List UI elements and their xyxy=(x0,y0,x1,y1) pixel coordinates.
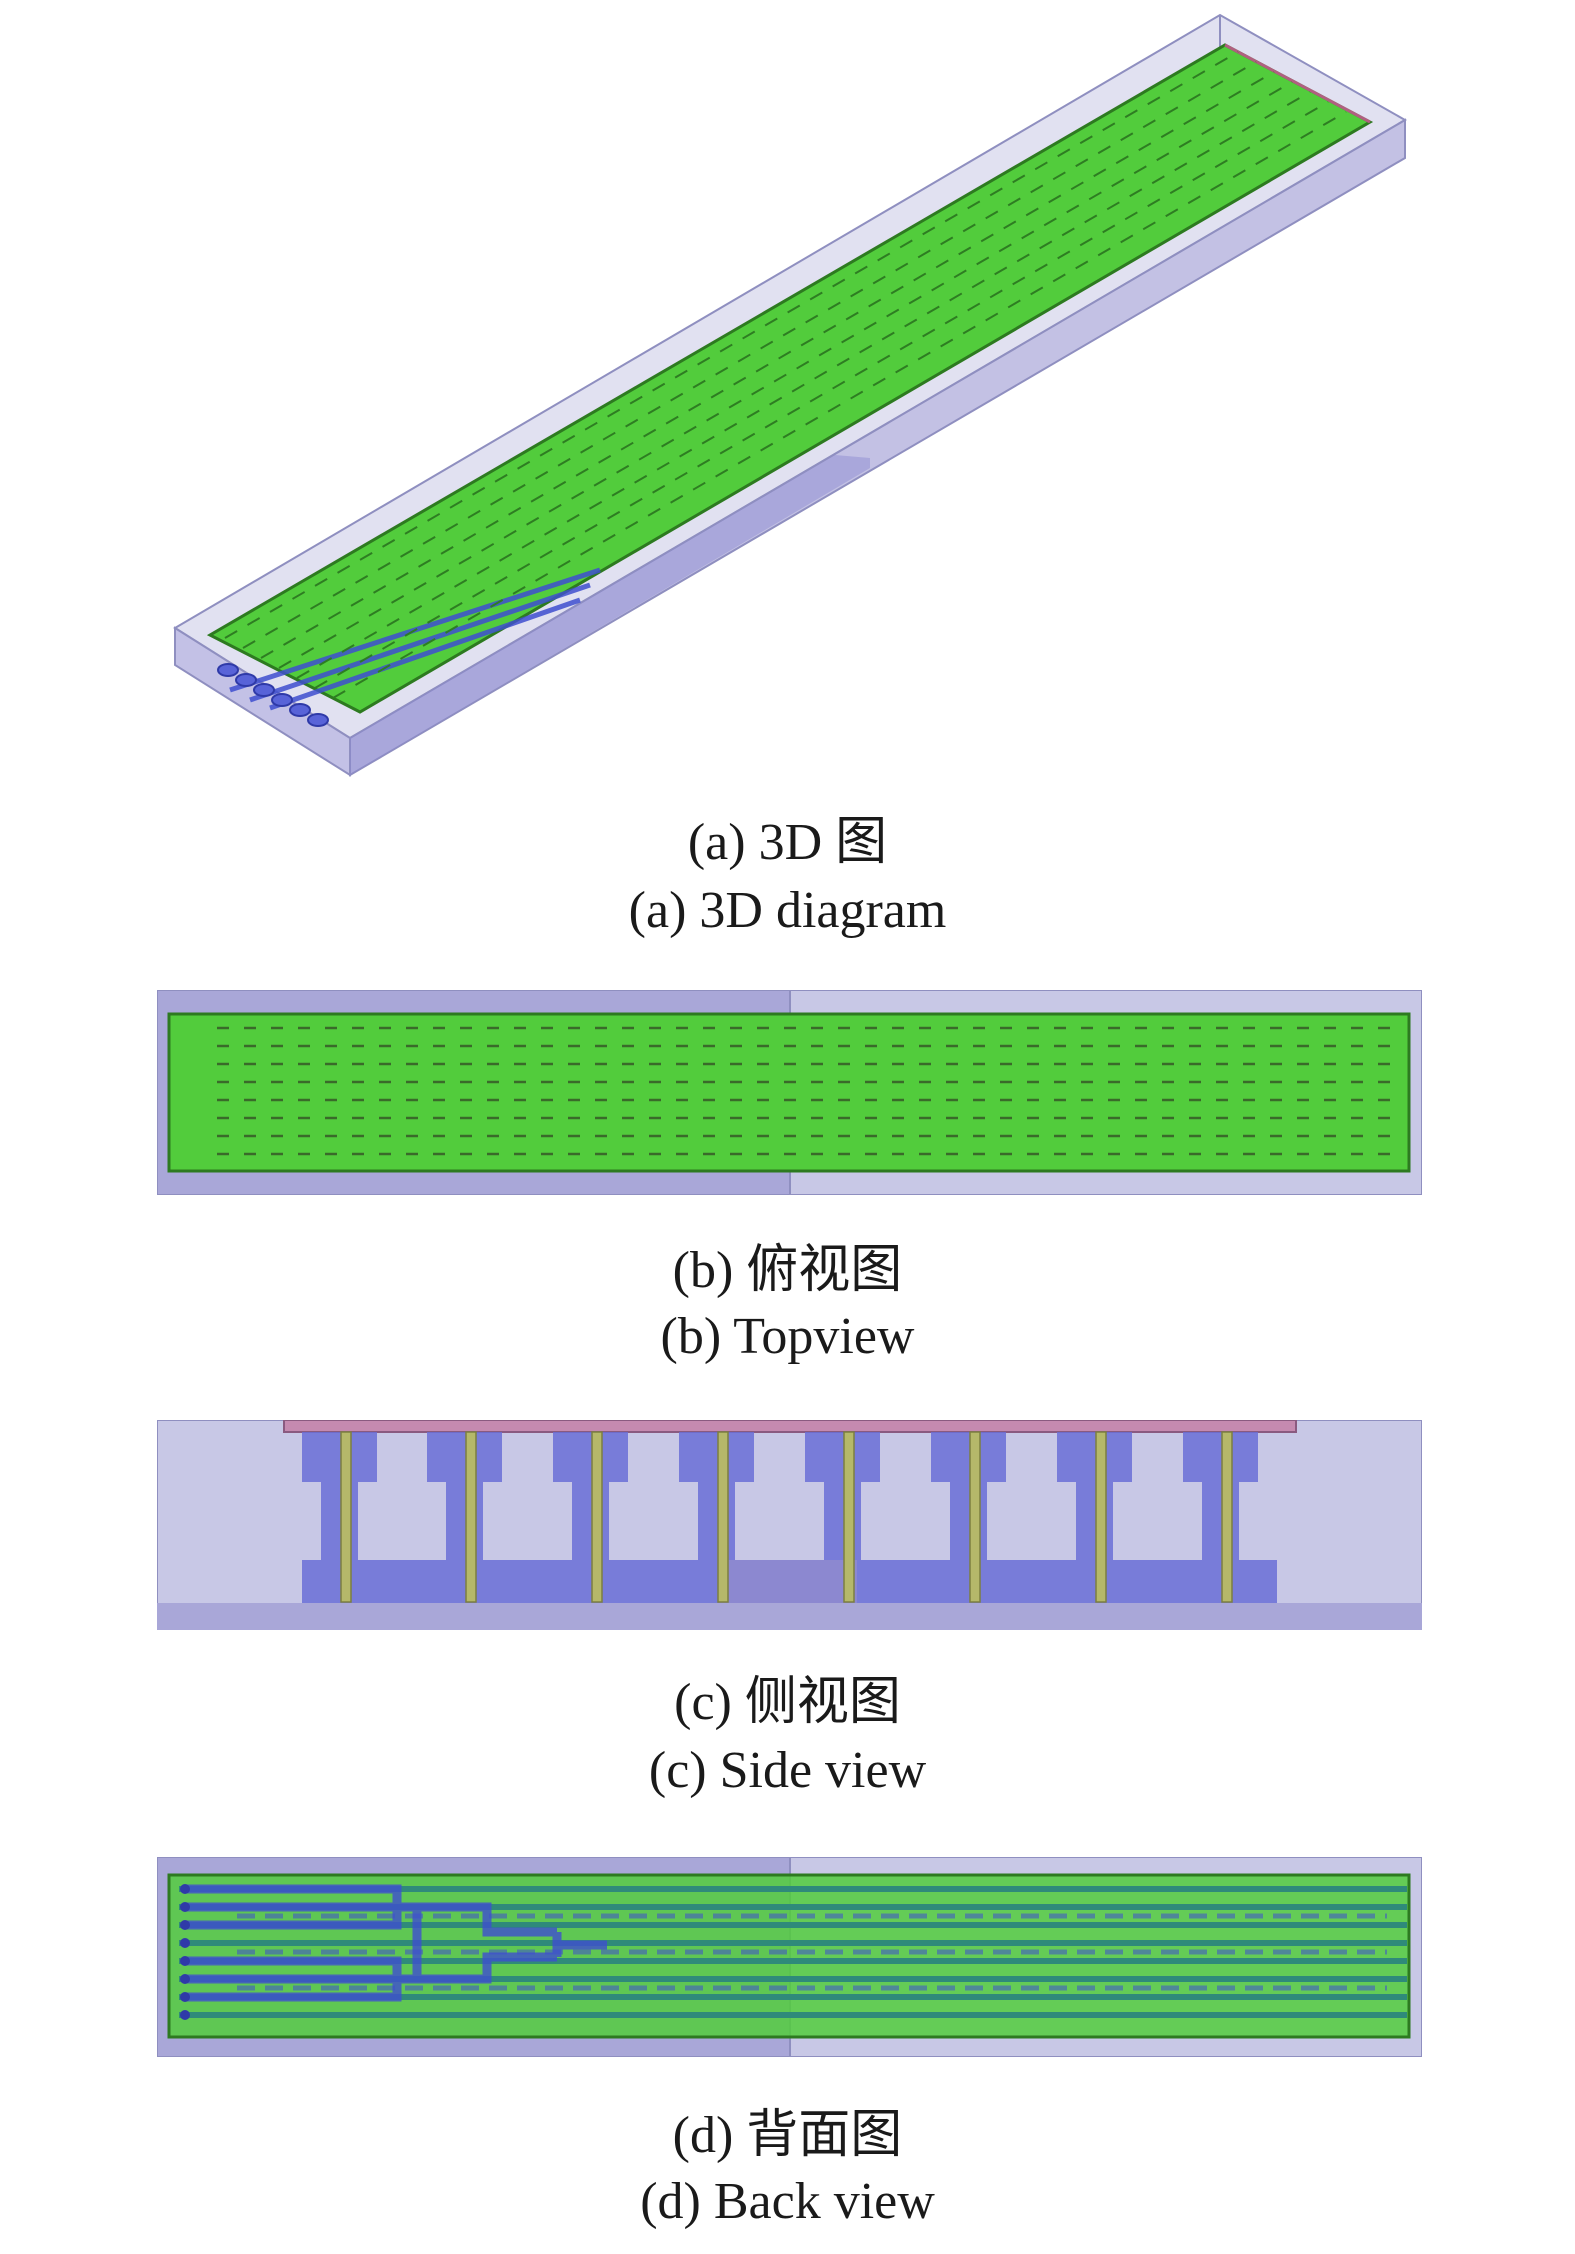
topview-diagram xyxy=(157,990,1422,1195)
green-board-top xyxy=(167,1012,1411,1173)
caption-c-en: (c) Side view xyxy=(648,1742,927,1799)
element-column xyxy=(427,1432,502,1560)
figure-backview xyxy=(157,1857,1422,2057)
board-far-edge-line xyxy=(1224,43,1371,124)
element-columns xyxy=(302,1432,1258,1560)
element-column xyxy=(805,1432,880,1560)
via-cylinders xyxy=(217,663,329,727)
caption-b-zh: (b) 俯视图 xyxy=(672,1242,903,1299)
board-slot-rows xyxy=(224,51,1347,699)
figure-3d xyxy=(0,0,1575,800)
back-green-board xyxy=(167,1873,1411,2039)
caption-a-zh: (a) 3D 图 xyxy=(687,814,888,871)
side-ground-layer xyxy=(157,1603,1422,1630)
green-board xyxy=(206,43,1374,714)
caption-a-en: (a) 3D diagram xyxy=(628,882,947,939)
back-ports xyxy=(180,1884,190,2020)
caption-c-zh: (c) 侧视图 xyxy=(674,1674,901,1731)
back-dashed-slots xyxy=(237,1913,1387,1991)
3d-diagram xyxy=(173,13,1408,777)
element-column xyxy=(1057,1432,1132,1560)
side-top-plate xyxy=(283,1420,1297,1433)
back-feed-network xyxy=(187,1884,607,2002)
figure-topview xyxy=(157,990,1422,1195)
sideview-diagram xyxy=(157,1420,1422,1630)
slot-pattern xyxy=(217,1026,1397,1156)
element-column xyxy=(553,1432,628,1560)
element-column xyxy=(1183,1432,1258,1560)
caption-b-en: (b) Topview xyxy=(660,1308,915,1365)
side-center-block xyxy=(719,1560,857,1603)
side-vias xyxy=(340,1431,1233,1603)
figure-sideview xyxy=(157,1420,1422,1630)
box-side-face xyxy=(349,118,1406,777)
element-column xyxy=(679,1432,754,1560)
caption-d-en: (d) Back view xyxy=(640,2173,935,2230)
box-lower-section xyxy=(350,455,870,775)
element-column xyxy=(302,1432,377,1560)
element-column xyxy=(931,1432,1006,1560)
caption-d-zh: (d) 背面图 xyxy=(672,2107,903,2164)
backview-diagram xyxy=(157,1857,1422,2057)
